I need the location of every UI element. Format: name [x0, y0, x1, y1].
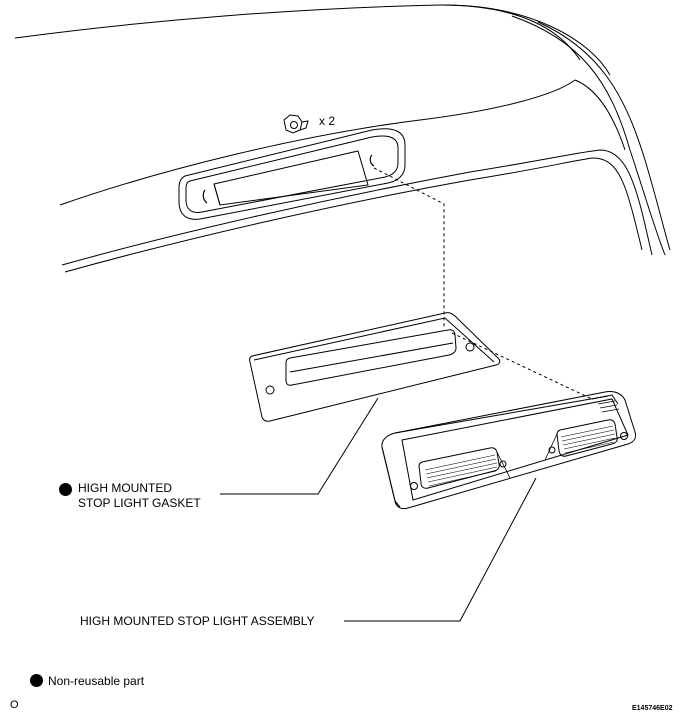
page-marker: O	[10, 699, 19, 711]
legend: Non-reusable part	[30, 674, 144, 689]
body-opening	[178, 128, 406, 220]
gasket-label-line1: HIGH MOUNTED	[78, 481, 172, 495]
leader-lines	[220, 397, 537, 622]
vehicle-body-outline	[14, 4, 671, 273]
stop-light-assembly	[381, 391, 637, 510]
gasket-label-line2: STOP LIGHT GASKET	[78, 496, 201, 510]
alignment-lines	[373, 167, 593, 400]
stop-light-gasket	[249, 312, 501, 422]
figure-code: E145746E02	[632, 705, 673, 712]
fastener-quantity-label: x 2	[319, 114, 336, 128]
non-reusable-dot-icon	[59, 483, 72, 496]
legend-label: Non-reusable part	[48, 674, 145, 688]
assembly-label: HIGH MOUNTED STOP LIGHT ASSEMBLY	[80, 614, 315, 628]
non-reusable-dot-icon	[30, 674, 43, 688]
clip-nut-icon	[283, 114, 309, 134]
